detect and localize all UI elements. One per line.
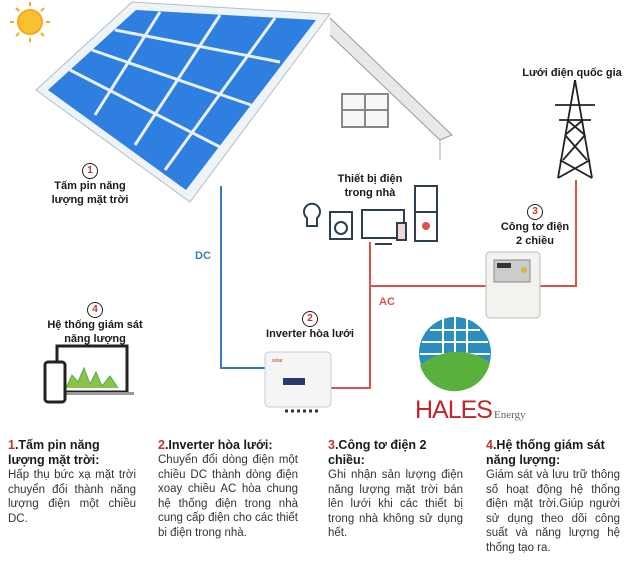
description-body: Ghi nhận sản lượng điện năng lượng mặt t…: [328, 469, 463, 539]
dc-wire: [220, 186, 266, 369]
description-number: 3: [328, 438, 335, 452]
description-title: 2.Inverter hòa lưới:: [158, 438, 298, 453]
description-title: 4.Hệ thống giám sát năng lượng:: [486, 438, 620, 468]
description-number: 4: [486, 438, 493, 452]
description-1: 1.Tấm pin năng lượng mặt trời: Hấp thụ b…: [8, 438, 136, 526]
description-title: 1.Tấm pin năng lượng mặt trời:: [8, 438, 136, 468]
house-icon: [215, 17, 453, 240]
description-number: 1: [8, 438, 15, 452]
description-title-text: .Hệ thống giám sát năng lượng:: [486, 438, 605, 467]
hales-logo-icon: [419, 317, 491, 392]
step-number: 1: [82, 163, 98, 179]
appliances-icon: [303, 185, 438, 245]
panel-label: 1 Tấm pin năng lượng mặt trời: [35, 163, 145, 207]
inverter-icon: solar: [264, 351, 332, 413]
grid-label: Lưới điện quốc gia: [522, 67, 622, 79]
description-3: 3.Công tơ điện 2 chiều: Ghi nhận sản lượ…: [328, 438, 463, 541]
description-4: 4.Hệ thống giám sát năng lượng: Giám sát…: [486, 438, 620, 555]
monitor-label: 4 Hệ thống giám sát năng lượng: [35, 302, 155, 346]
monitor-label-line2: năng lượng: [64, 333, 126, 345]
logo-suffix: Energy: [493, 409, 526, 421]
sun-icon: [10, 2, 50, 42]
description-body: Chuyển đổi dòng điện một chiều DC thành …: [158, 454, 298, 539]
ac-wire-grid: [540, 180, 577, 287]
appliances-label-line1: Thiết bị điện: [337, 173, 403, 185]
meter-icon: [485, 251, 541, 319]
panel-label-line2: lượng mặt trời: [51, 194, 129, 206]
meter-label: 3 Công tơ điện 2 chiều: [490, 204, 580, 248]
step-number: 2: [302, 311, 318, 327]
appliances-label: Thiết bị điện trong nhà: [320, 172, 420, 200]
solar-panel-icon: [35, 1, 331, 203]
ac-wire-inverter: [318, 242, 371, 389]
panel-label-line1: Tấm pin năng: [54, 180, 126, 192]
monitoring-devices-icon: [43, 344, 134, 404]
inverter-label-text: Inverter hòa lưới: [266, 328, 354, 340]
description-title-text: .Tấm pin năng lượng mặt trời:: [8, 438, 100, 467]
description-title-text: .Inverter hòa lưới:: [164, 438, 273, 452]
description-title-text: .Công tơ điện 2 chiều:: [328, 438, 427, 467]
step-number: 3: [527, 204, 543, 220]
monitor-label-line1: Hệ thống giám sát: [47, 319, 143, 331]
description-body: Giám sát và lưu trữ thông số hoạt động h…: [486, 469, 620, 554]
logo-brand: HALES: [415, 396, 493, 424]
power-tower-icon: [555, 79, 595, 179]
description-title: 3.Công tơ điện 2 chiều:: [328, 438, 463, 468]
description-number: 2: [158, 438, 165, 452]
ac-label: AC: [379, 296, 395, 308]
description-2: 2.Inverter hòa lưới: Chuyển đổi dòng điệ…: [158, 438, 298, 540]
appliances-label-line2: trong nhà: [344, 187, 396, 199]
description-body: Hấp thụ bức xạ mặt trời chuyển đổi thành…: [8, 469, 136, 525]
svg-text:solar: solar: [272, 358, 283, 364]
meter-label-line2: 2 chiều: [516, 235, 554, 247]
step-number: 4: [87, 302, 103, 318]
dc-label: DC: [195, 250, 211, 262]
meter-label-line1: Công tơ điện: [500, 221, 570, 233]
inverter-label: 2 Inverter hòa lưới: [250, 311, 370, 341]
